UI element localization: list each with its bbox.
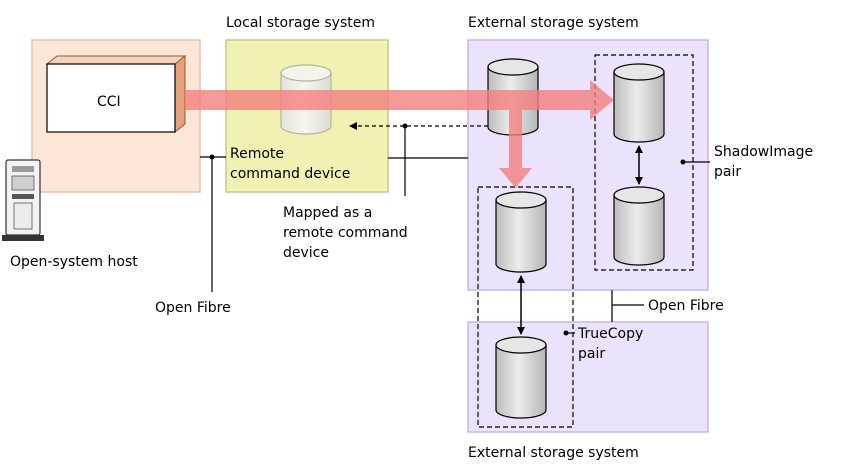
external-storage-bottom-title: External storage system bbox=[468, 445, 639, 461]
local-storage-title: Local storage system bbox=[226, 15, 375, 31]
truecopy-label-line2: pair bbox=[578, 346, 605, 362]
shadowimage-primary-volume bbox=[613, 63, 665, 143]
server-tower-icon bbox=[2, 159, 44, 241]
open-fibre-left-label: Open Fibre bbox=[155, 300, 231, 316]
remote-command-device-label-line1: Remote bbox=[230, 146, 284, 162]
external-storage-top-title: External storage system bbox=[468, 15, 639, 31]
truecopy-label-line1: TrueCopy bbox=[577, 326, 643, 342]
shadowimage-label-line2: pair bbox=[714, 164, 741, 180]
mapped-label-line3: device bbox=[283, 245, 329, 261]
remote-command-device-label-line2: command device bbox=[230, 166, 350, 182]
shadowimage-pair-group bbox=[594, 54, 694, 271]
shadowimage-secondary-volume bbox=[613, 186, 665, 266]
open-fibre-right-label: Open Fibre bbox=[648, 298, 724, 314]
cci-box bbox=[45, 54, 187, 134]
truecopy-leader-dot bbox=[563, 330, 569, 336]
shadowimage-leader-dot bbox=[680, 159, 686, 165]
open-system-host-label: Open-system host bbox=[10, 254, 138, 270]
truecopy-primary-volume bbox=[495, 191, 547, 273]
mapped-label-line1: Mapped as a bbox=[283, 205, 372, 221]
truecopy-secondary-volume bbox=[495, 336, 547, 419]
mapped-label-line2: remote command bbox=[283, 225, 408, 241]
command-flow-arrow bbox=[185, 80, 614, 188]
shadowimage-label-line1: ShadowImage bbox=[714, 144, 813, 160]
cci-label: CCI bbox=[97, 94, 121, 110]
